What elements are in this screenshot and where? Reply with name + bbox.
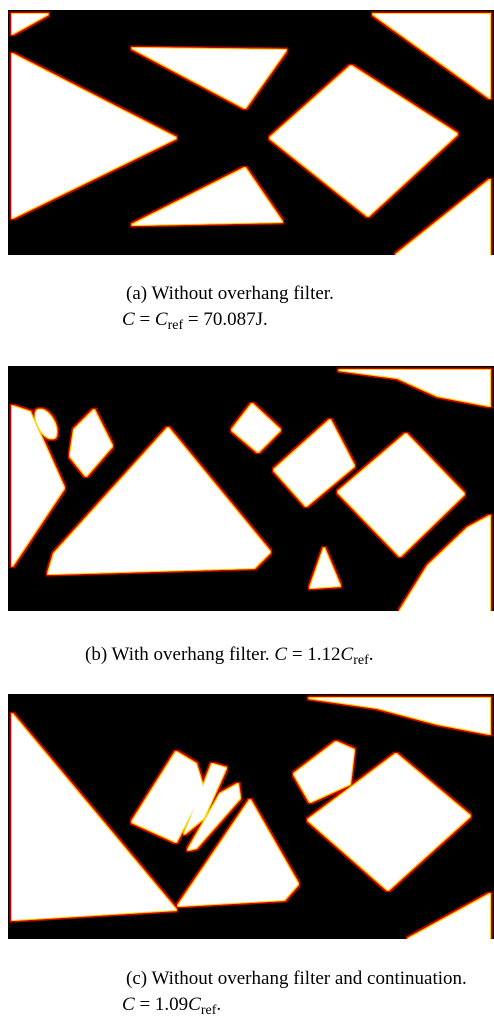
void-left-triangle [12, 714, 176, 920]
void-small-quad [70, 410, 112, 476]
void-left-edge [12, 406, 64, 566]
void-diamond-small [232, 404, 280, 452]
void-big-diamond [308, 754, 470, 890]
caption-c-equation: C = 1.09Cref. [122, 994, 222, 1018]
caption-c-label: (c) Without overhang filter and continua… [126, 968, 467, 989]
caption-c: (c) Without overhang filter and continua… [0, 966, 494, 1020]
void-sliver [184, 764, 226, 834]
void-quad-1 [132, 752, 204, 842]
void-big-triangle [48, 428, 270, 574]
void-tiny-triangle [310, 548, 340, 588]
void-bottom-right-corner [408, 894, 490, 939]
void-diamond [270, 66, 457, 216]
topology-image-c [8, 694, 494, 939]
caption-a-equation: C = Cref = 70.087J. [122, 309, 268, 333]
void-diamond-right [338, 434, 464, 556]
void-upper-triangle [132, 48, 286, 108]
void-mid-triangle [178, 800, 298, 906]
caption-a-label: (a) Without overhang filter. [126, 283, 334, 304]
void-sliver-2 [188, 784, 240, 850]
caption-b-text: (b) With overhang filter. C = 1.12Cref. [85, 644, 374, 668]
void-bottom-right-arc [400, 516, 490, 611]
topology-image-a [8, 10, 494, 255]
void-bottom-right-corner [396, 180, 490, 255]
void-top-right-corner [373, 14, 490, 98]
void-top-strip [208, 370, 490, 406]
topology-image-b [8, 366, 494, 611]
void-diamond-mid [274, 420, 354, 506]
void-top-right-strip [308, 698, 490, 734]
void-left-triangle [12, 54, 176, 218]
void-small-hole-1 [35, 409, 57, 439]
void-top-left-region [12, 14, 48, 34]
caption-b: (b) With overhang filter. C = 1.12Cref. [0, 642, 494, 670]
void-lower-triangle [132, 168, 282, 225]
caption-a: (a) Without overhang filter. C = Cref = … [0, 281, 494, 335]
void-small-quad [294, 742, 354, 802]
